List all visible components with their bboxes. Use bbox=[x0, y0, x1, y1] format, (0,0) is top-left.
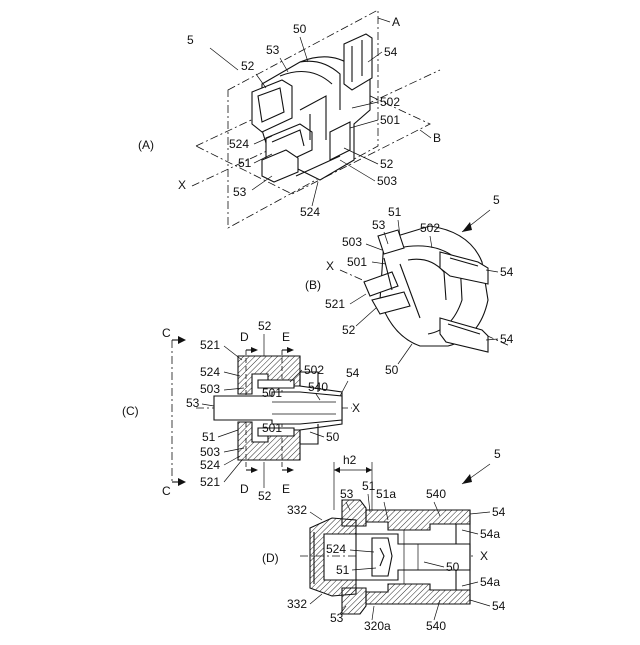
ref-label: 54 bbox=[492, 599, 506, 613]
ref-label: 503 bbox=[377, 174, 397, 188]
connector-body-b bbox=[364, 226, 488, 352]
ref-label: 501 bbox=[347, 255, 367, 269]
ref-label: 502 bbox=[380, 95, 400, 109]
ref-label: 540 bbox=[426, 487, 446, 501]
ref-label: 54a bbox=[480, 527, 500, 541]
ref-label: E bbox=[282, 482, 290, 496]
ref-label: 54 bbox=[346, 366, 360, 380]
ref-label: 52 bbox=[342, 323, 356, 337]
ref-label: 51 bbox=[362, 479, 376, 493]
ref-label: 524 bbox=[229, 137, 249, 151]
ref-label: 53 bbox=[233, 185, 247, 199]
ref-label: 52 bbox=[380, 157, 394, 171]
ref-label: 5 bbox=[494, 447, 501, 461]
ref-label: 50 bbox=[326, 430, 340, 444]
ref-label: h2 bbox=[343, 453, 357, 467]
ref-label: 332 bbox=[287, 597, 307, 611]
ref-label: A bbox=[392, 15, 400, 29]
ref-label: 51 bbox=[202, 430, 216, 444]
ref-label: 502 bbox=[420, 221, 440, 235]
ref-label: 54 bbox=[492, 505, 506, 519]
panel-label: (D) bbox=[262, 551, 279, 565]
ref-label: X bbox=[326, 259, 334, 273]
ref-label: 54a bbox=[480, 575, 500, 589]
ref-label: 51 bbox=[388, 205, 402, 219]
ref-label: 502 bbox=[304, 363, 324, 377]
ref-label: B bbox=[433, 131, 441, 145]
ref-label: 51 bbox=[336, 563, 350, 577]
ref-label: C bbox=[162, 484, 171, 498]
ref-label: D bbox=[240, 482, 249, 496]
ref-label: 503 bbox=[200, 445, 220, 459]
ref-label: 53 bbox=[330, 611, 344, 625]
ref-label: C bbox=[162, 326, 171, 340]
ref-label: 521 bbox=[200, 475, 220, 489]
ref-label: 524 bbox=[326, 542, 346, 556]
ref-label: 332 bbox=[287, 503, 307, 517]
panel-d: 5 h2 53 51 51a 540 332 54 54a 524 X 51 5… bbox=[262, 447, 506, 633]
ref-label: 524 bbox=[200, 365, 220, 379]
ref-label: 540 bbox=[308, 380, 328, 394]
panel-a: 5 52 53 50 A 54 502 501 524 51 53 52 503… bbox=[138, 10, 441, 228]
ref-label: 540 bbox=[426, 619, 446, 633]
panel-label: (A) bbox=[138, 138, 154, 152]
ref-label: 5 bbox=[187, 33, 194, 47]
ref-label: 521 bbox=[325, 297, 345, 311]
ref-label: 5 bbox=[493, 193, 500, 207]
ref-label: 524 bbox=[300, 205, 320, 219]
ref-label: E bbox=[282, 330, 290, 344]
ref-label: 53 bbox=[340, 487, 354, 501]
ref-label: 50 bbox=[385, 363, 399, 377]
ref-label: 524 bbox=[200, 458, 220, 472]
ref-label: 501 bbox=[262, 421, 282, 435]
ref-label: 54 bbox=[500, 332, 514, 346]
ref-label: 503 bbox=[200, 382, 220, 396]
ref-label: 51 bbox=[238, 156, 252, 170]
ref-label: 52 bbox=[258, 319, 272, 333]
ref-label: 54 bbox=[384, 45, 398, 59]
ref-label: 521 bbox=[200, 338, 220, 352]
ref-label: 501 bbox=[380, 113, 400, 127]
ref-label: 53 bbox=[372, 218, 386, 232]
ref-label: 320a bbox=[364, 619, 391, 633]
ref-label: X bbox=[178, 178, 186, 192]
ref-label: X bbox=[352, 401, 360, 415]
panel-label: (B) bbox=[305, 278, 321, 292]
cross-section-d bbox=[310, 500, 470, 614]
ref-label: 53 bbox=[186, 396, 200, 410]
ref-label: X bbox=[480, 549, 488, 563]
ref-label: D bbox=[240, 330, 249, 344]
ref-label: 503 bbox=[342, 235, 362, 249]
ref-label: 501 bbox=[262, 386, 282, 400]
ref-label: 51a bbox=[376, 487, 396, 501]
panel-c: C C D 52 E 521 524 502 503 540 54 53 501… bbox=[122, 319, 360, 503]
ref-label: 52 bbox=[258, 489, 272, 503]
panel-label: (C) bbox=[122, 404, 139, 418]
ref-label: 52 bbox=[241, 59, 255, 73]
ref-label: 50 bbox=[293, 22, 307, 36]
panel-b: 5 53 51 502 503 501 X 54 521 52 54 50 (B… bbox=[305, 193, 514, 377]
ref-label: 50 bbox=[446, 560, 460, 574]
ref-label: 54 bbox=[500, 265, 514, 279]
ref-label: 53 bbox=[266, 43, 280, 57]
